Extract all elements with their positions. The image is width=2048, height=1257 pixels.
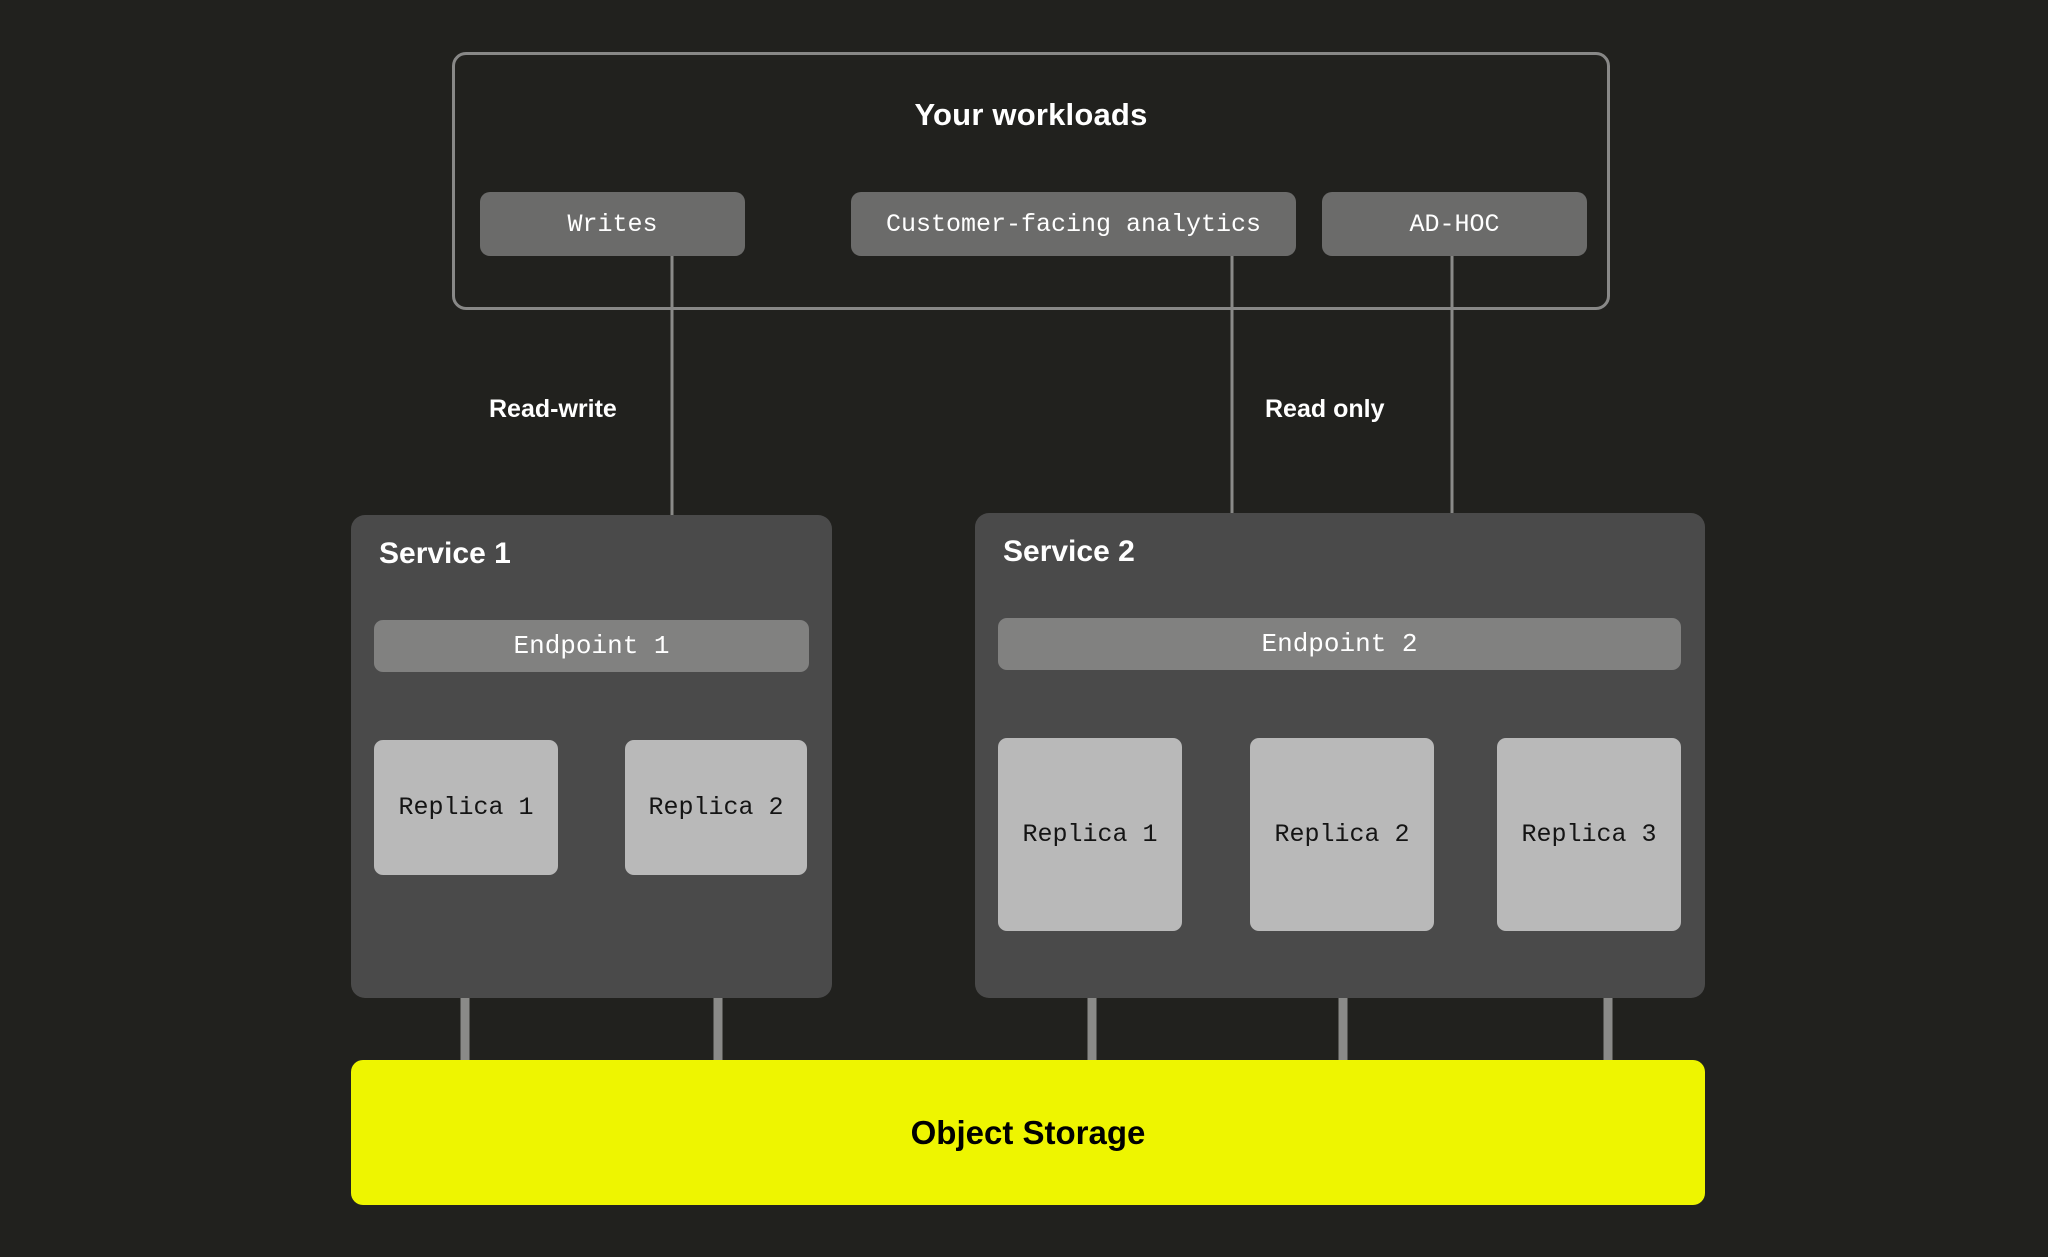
workload-chip-customer-facing-analytics[interactable]: Customer-facing analytics <box>851 192 1296 256</box>
workload-chip-writes[interactable]: Writes <box>480 192 745 256</box>
flow-label-read-write: Read-write <box>489 395 617 423</box>
service-2-replica-2[interactable]: Replica 2 <box>1250 738 1434 931</box>
workload-chip-customer-facing-analytics-label: Customer-facing analytics <box>885 209 1262 239</box>
service-2-title: Service 2 <box>1003 535 1135 568</box>
workload-chip-writes-label: Writes <box>567 209 658 239</box>
object-storage-bar[interactable]: Object Storage <box>351 1060 1705 1205</box>
endpoint-1[interactable]: Endpoint 1 <box>374 620 809 672</box>
endpoint-1-label: Endpoint 1 <box>513 631 670 661</box>
endpoint-2[interactable]: Endpoint 2 <box>998 618 1681 670</box>
object-storage-label: Object Storage <box>910 1113 1146 1151</box>
service-2-replica-1[interactable]: Replica 1 <box>998 738 1182 931</box>
workload-chip-ad-hoc[interactable]: AD-HOC <box>1322 192 1587 256</box>
service-2-replica-3[interactable]: Replica 3 <box>1497 738 1681 931</box>
service-1-replica-2-label: Replica 2 <box>648 793 784 822</box>
workload-chip-ad-hoc-label: AD-HOC <box>1409 209 1500 239</box>
service-1-replica-1[interactable]: Replica 1 <box>374 740 558 875</box>
workloads-container: Your workloads <box>452 52 1610 310</box>
workloads-title: Your workloads <box>914 97 1148 132</box>
service-1-title: Service 1 <box>379 537 511 570</box>
service-1-replica-1-label: Replica 1 <box>398 793 534 822</box>
service-1-replica-2[interactable]: Replica 2 <box>625 740 807 875</box>
endpoint-2-label: Endpoint 2 <box>1261 629 1418 659</box>
service-2-replica-2-label: Replica 2 <box>1274 820 1410 849</box>
flow-label-read-only: Read only <box>1265 395 1385 423</box>
service-2-replica-1-label: Replica 1 <box>1022 820 1158 849</box>
service-2-replica-3-label: Replica 3 <box>1521 820 1657 849</box>
